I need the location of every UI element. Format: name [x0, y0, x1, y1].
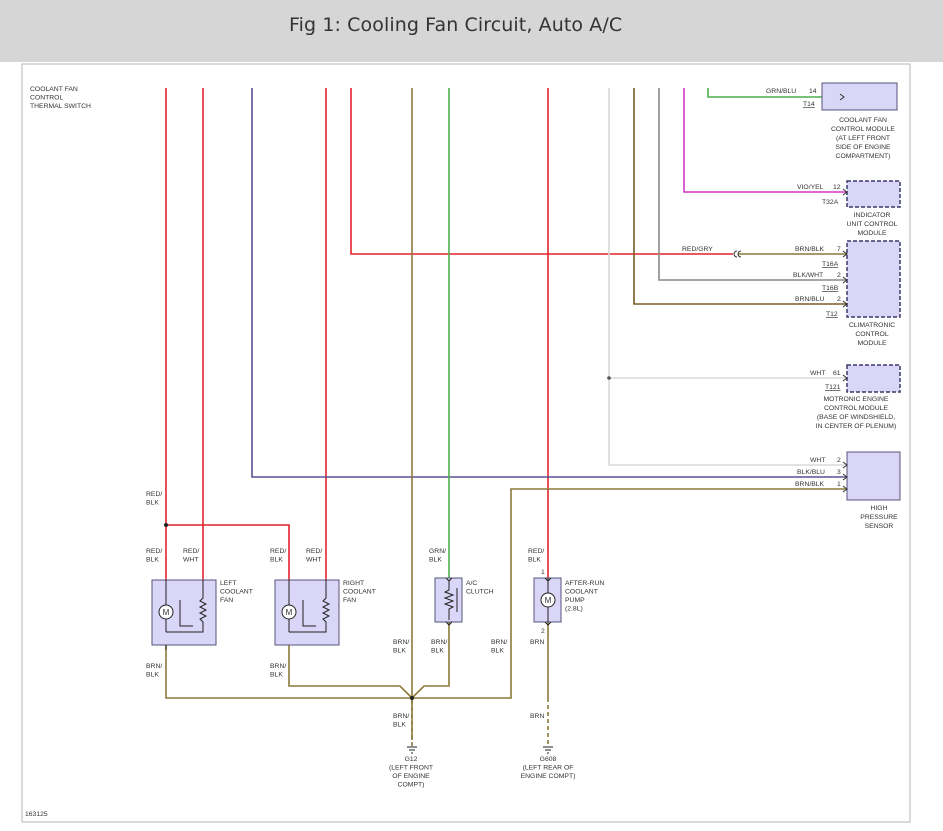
connector-marks — [733, 93, 848, 493]
motronic-box — [846, 364, 901, 393]
diagram-frame — [21, 63, 911, 823]
hps-wire1: WHT — [810, 457, 825, 464]
right-fan-in2: RED/WHT — [306, 548, 322, 564]
pump-pin-in: 1 — [541, 569, 545, 576]
clim-pin1-pin: 7 — [837, 246, 841, 253]
indicator-connector-label: T32A — [822, 199, 839, 206]
right-fan-in1: RED/BLK — [270, 548, 286, 564]
g608-wire: BRN — [530, 713, 544, 720]
hps-wire2: BLK/BLU — [797, 469, 825, 476]
clim-pin2-pin: 2 — [837, 272, 841, 279]
left-coolant-fan: M — [151, 579, 217, 650]
wire-clutch-ground — [411, 622, 450, 699]
splice-dot — [164, 523, 168, 527]
right-fan-out: BRN/BLK — [270, 663, 286, 679]
splice-dot — [410, 696, 414, 700]
wire-red-gry — [350, 88, 733, 255]
indicator-wire-label: VIO/YEL — [797, 184, 824, 191]
clim-pin2-conn: T16B — [822, 285, 839, 292]
cfcm-wire-label: GRN/BLU — [766, 88, 796, 95]
wire-vio-yel — [683, 88, 847, 193]
pump-pin-out: 2 — [541, 628, 545, 635]
clim-pin1-wire: BRN/BLK — [795, 246, 825, 253]
hps-pin2: 3 — [837, 469, 841, 476]
ground-symbols — [407, 746, 553, 754]
clim-pin2-wire: BLK/WHT — [793, 272, 823, 279]
cfcm-pin-label: 14 — [809, 88, 817, 95]
figure-id: 163125 — [25, 811, 48, 818]
hps-pin3: 1 — [837, 481, 841, 488]
red-gry-label: RED/GRY — [682, 246, 713, 253]
indicator-pin-label: 12 — [833, 184, 841, 191]
left-fan-in2: RED/WHT — [183, 548, 199, 564]
cfcm-connector-label: T14 — [803, 101, 815, 108]
indicator-unit-box — [846, 180, 901, 208]
pump-out: BRN — [530, 639, 544, 646]
main-ground-wire: BRN/BLK — [393, 639, 409, 655]
wire-wht — [608, 88, 847, 466]
sensor-feed-wire: BRN/BLK — [491, 639, 507, 655]
climatronic-box — [846, 240, 901, 318]
figure-title: Fig 1: Cooling Fan Circuit, Auto A/C — [289, 14, 623, 36]
ac-clutch-in: GRN/BLK — [429, 548, 446, 564]
g12-wire: BRN/BLK — [393, 713, 409, 729]
ac-clutch-out: BRN/BLK — [431, 639, 447, 655]
clim-pin3-pin: 2 — [837, 296, 841, 303]
svg-text:M: M — [163, 608, 170, 617]
svg-text:M: M — [286, 608, 293, 617]
pump-in: RED/BLK — [528, 548, 544, 564]
clim-pin1-conn: T16A — [822, 261, 839, 268]
wire-blk-wht — [658, 88, 847, 281]
wire-red-blk-right — [166, 524, 290, 580]
hps-pin1: 2 — [837, 457, 841, 464]
header-bar: Fig 1: Cooling Fan Circuit, Auto A/C — [0, 0, 943, 62]
motronic-wire-label: WHT — [810, 370, 825, 377]
coolant-fan-control-module-box — [821, 82, 898, 111]
wire-brn-blu — [633, 88, 847, 305]
high-pressure-sensor-box — [846, 451, 901, 501]
wire-left-fan-ground — [165, 645, 412, 699]
wire-brn-blk-sensor — [412, 488, 847, 699]
wire-grn-blu — [707, 88, 822, 98]
splice-dot — [607, 376, 611, 380]
wire-right-fan-ground — [288, 645, 413, 699]
clim-pin3-conn: T12 — [826, 311, 838, 318]
ac-clutch — [434, 577, 463, 626]
motronic-pin-label: 61 — [833, 370, 841, 377]
pump-motor-letter: M — [545, 596, 552, 605]
left-fan-in1: RED/BLK — [146, 548, 162, 564]
after-run-coolant-pump — [533, 577, 562, 626]
wires — [165, 88, 847, 746]
hps-wire3: BRN/BLK — [795, 481, 825, 488]
left-fan-out: BRN/BLK — [146, 663, 162, 679]
clim-pin3-wire: BRN/BLU — [795, 296, 825, 303]
motronic-connector-label: T121 — [825, 384, 841, 391]
wire-blk-blu — [251, 88, 847, 478]
right-coolant-fan: M — [274, 579, 340, 646]
left-fan-upper-wire: RED/BLK — [146, 491, 162, 507]
